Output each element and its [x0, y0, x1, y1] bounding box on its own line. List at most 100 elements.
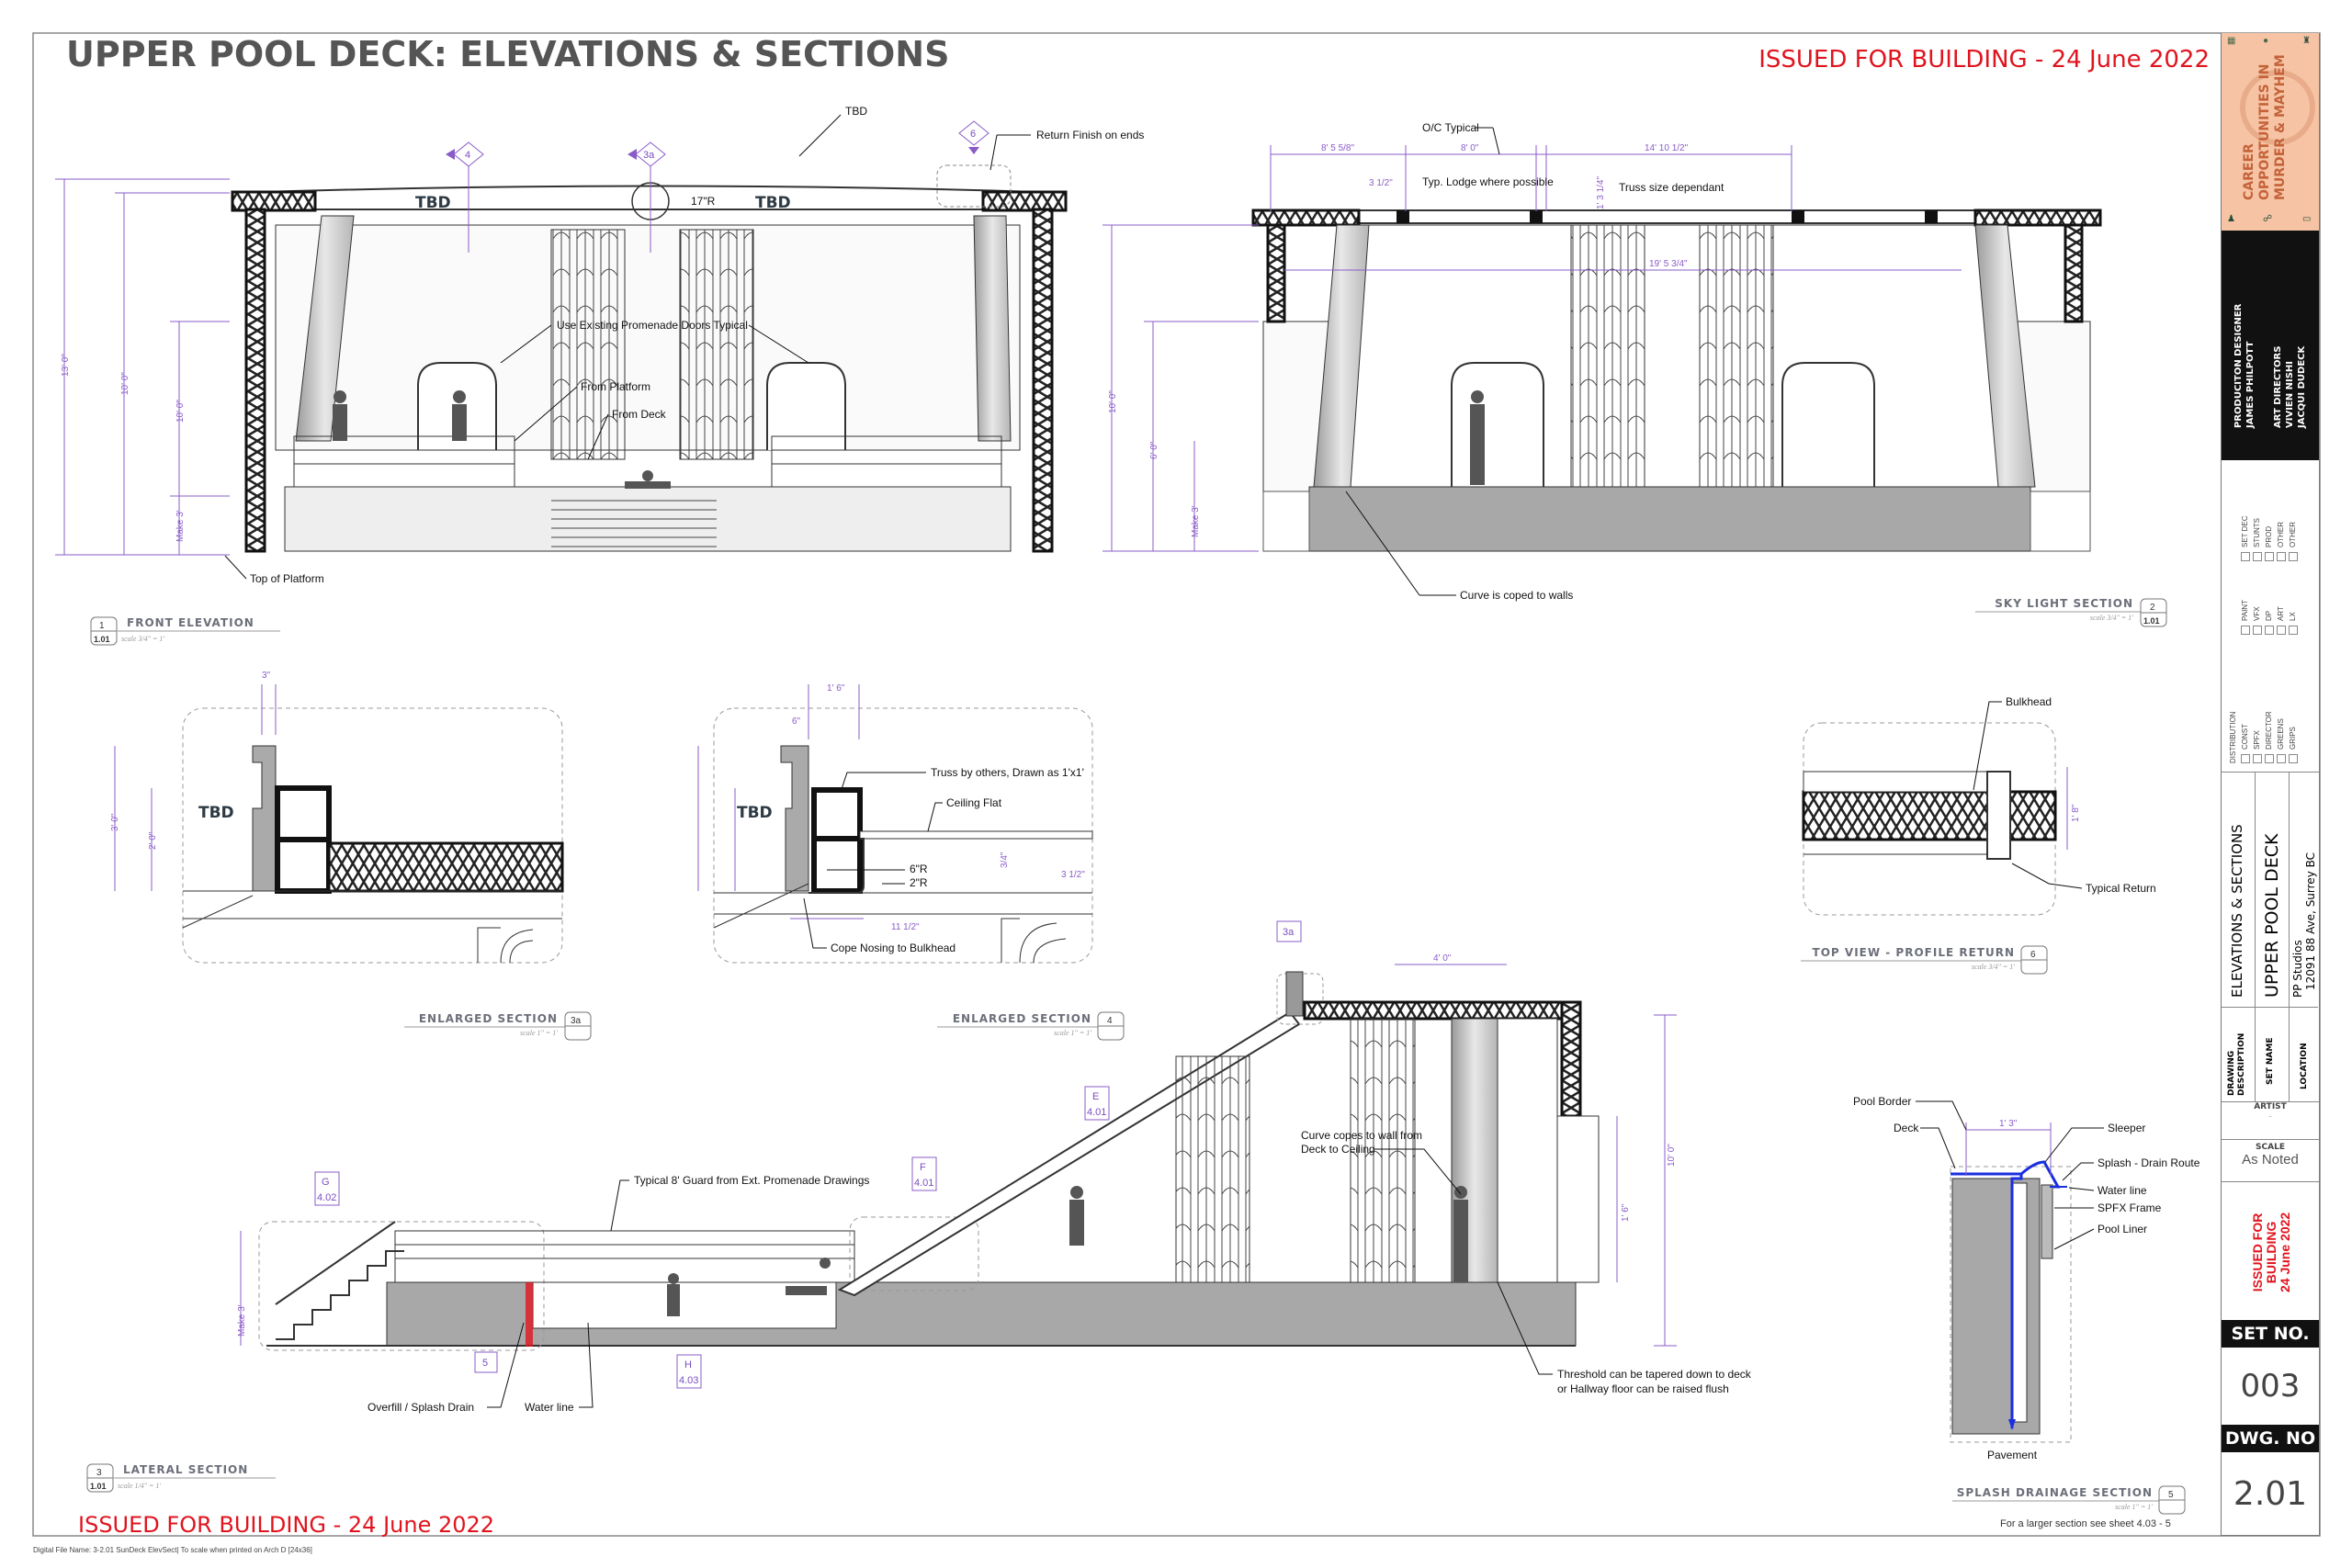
- drawing-stroke: [500, 324, 552, 364]
- drawing-stroke: [1084, 1086, 1110, 1121]
- larger-section-note: For a larger section see sheet 4.03 - 5: [2000, 1518, 2171, 1529]
- drawing-stroke: [1470, 404, 1485, 485]
- dwg-no: 2.01: [2221, 1452, 2320, 1536]
- top-view-profile-return: 1' 8" Bulkhead Typical Return TOP VIEW -…: [1801, 695, 2156, 975]
- label: 4: [465, 150, 470, 161]
- callout: Bulkhead: [2006, 695, 2052, 708]
- checkbox[interactable]: [2252, 754, 2262, 763]
- drawing-stroke: [1069, 1200, 1084, 1246]
- callout: Pavement: [1987, 1449, 2038, 1461]
- detail-marker-h: H4.03: [676, 1354, 702, 1389]
- drawing-stroke: [487, 1322, 525, 1408]
- drawing-stroke: [1803, 722, 2056, 916]
- view-title-front-elevation: 1 1.01 FRONT ELEVATION scale 3/4" = 1': [90, 616, 280, 646]
- drawing-stroke: [1396, 210, 1409, 223]
- callout: Typical Return: [2086, 882, 2156, 895]
- scale-panel: SCALE As Noted: [2221, 1140, 2320, 1182]
- drawing-stroke: [798, 114, 842, 157]
- checkbox[interactable]: [2276, 754, 2286, 763]
- drawing-stroke: [2068, 1187, 2095, 1191]
- label: H: [684, 1359, 692, 1371]
- drawing-stroke: [1920, 1127, 1956, 1169]
- drawing-stroke: [275, 224, 1021, 451]
- frame-icon: ▭: [2302, 214, 2312, 224]
- label: FRONT ELEVATION: [127, 616, 254, 629]
- drawing-stroke: ART: [2275, 600, 2287, 635]
- dim: 4' 0": [1433, 953, 1452, 964]
- drawing-stroke: [327, 841, 564, 893]
- checkbox[interactable]: [2264, 552, 2274, 561]
- location-line: 12091 88 Ave, Surrey BC: [2304, 852, 2317, 990]
- callout: Sleeper: [2108, 1122, 2145, 1134]
- drawing-stroke: DIRECTOR: [2263, 711, 2275, 763]
- dim: 10' 0": [175, 400, 186, 423]
- callout: or Hallway floor can be raised flush: [1557, 1382, 1729, 1395]
- scale-label: SCALE: [2256, 1143, 2285, 1152]
- label: 3a: [571, 1016, 582, 1026]
- checkbox[interactable]: [2288, 552, 2298, 561]
- callout: Overfill / Splash Drain: [368, 1401, 474, 1414]
- drawing-stroke: [293, 435, 515, 488]
- drawing-stroke: [1032, 208, 1054, 553]
- drawing-stroke: [1973, 701, 2002, 791]
- checkbox[interactable]: [2252, 552, 2262, 561]
- drawing-description: ELEVATIONS & SECTIONS: [2229, 824, 2245, 998]
- show-name-line: MURDER & MAYHEM: [2273, 54, 2288, 200]
- issued-stamp-panel: ISSUED FOR BUILDING 24 June 2022: [2221, 1182, 2320, 1320]
- detail-marker-e: E4.01: [1084, 1086, 1110, 1121]
- callout: SPFX Frame: [2098, 1201, 2162, 1214]
- drawing-stroke: [642, 470, 653, 481]
- checkbox[interactable]: [2240, 754, 2250, 763]
- drawing-stroke: [1451, 362, 1544, 487]
- drawing-stroke: [927, 802, 943, 832]
- checkbox[interactable]: [2240, 626, 2250, 635]
- checkbox[interactable]: [2276, 626, 2286, 635]
- skull-logo-icon: [2240, 70, 2315, 145]
- callout: Water line: [2098, 1184, 2147, 1197]
- checkbox-label: LX: [2289, 612, 2297, 621]
- dim: 6' 0": [1149, 441, 1159, 459]
- show-logo-panel: CAREER OPPORTUNITIES IN MURDER & MAYHEM …: [2221, 33, 2320, 231]
- drawing-stroke: [1803, 771, 1988, 793]
- drawing-stroke: [314, 1171, 340, 1206]
- label: 2: [2150, 603, 2155, 613]
- checkbox-label: ART: [2277, 606, 2285, 621]
- label: G: [322, 1177, 330, 1188]
- drawing-stroke: [968, 147, 979, 154]
- checkbox-label: DIRECTOR: [2265, 711, 2273, 750]
- callout: Use Existing Promenade Doors Typical: [557, 319, 748, 332]
- credit-name: JAMES PHILPOTT: [2245, 341, 2256, 428]
- drawing-stroke: [1251, 209, 1361, 227]
- file-name: Digital File Name: 3-2.01 SunDeck ElevSe…: [33, 1546, 312, 1554]
- checkbox[interactable]: [2264, 626, 2274, 635]
- dim: 1' 3 1/4": [1596, 176, 1606, 209]
- drawing-stroke: [1374, 1148, 1462, 1195]
- drawing-stroke: LX: [2287, 600, 2299, 635]
- show-name-line: OPPORTUNITIES IN: [2257, 63, 2272, 200]
- checkbox[interactable]: [2288, 626, 2298, 635]
- label: 1.01: [90, 1482, 107, 1491]
- label: TOP VIEW - PROFILE RETURN: [1813, 946, 2015, 959]
- drawing-stroke: [748, 324, 809, 364]
- checkbox[interactable]: [2240, 552, 2250, 561]
- drawing-stroke: STUNTS: [2251, 515, 2263, 561]
- label: SPLASH DRAINAGE SECTION: [1957, 1486, 2153, 1499]
- drawing-stroke: [232, 185, 1067, 210]
- checkbox[interactable]: [2288, 754, 2298, 763]
- checkbox[interactable]: [2264, 754, 2274, 763]
- drawing-stroke: [1396, 210, 1938, 223]
- label: scale 1" = 1': [520, 1029, 558, 1037]
- drawing-stroke: [2053, 1228, 2095, 1250]
- drawing-stroke: [244, 208, 266, 553]
- view-title-enlarged-4: ENLARGED SECTION scale 1" = 1' 4: [937, 1011, 1125, 1041]
- location-line: PP Studios: [2291, 940, 2304, 998]
- callout: From Deck: [612, 408, 667, 421]
- drawing-stroke: PAINT: [2239, 600, 2251, 635]
- checkbox[interactable]: [2276, 552, 2286, 561]
- stamp-line: 24 June 2022: [2278, 1212, 2292, 1292]
- drawing-stroke: [1986, 771, 2011, 860]
- section-marker-4: 4: [446, 141, 484, 167]
- drawing-stroke: [2227, 600, 2239, 635]
- drawing-info-panel: DRAWING DESCRIPTION ELEVATIONS & SECTION…: [2221, 773, 2320, 1102]
- checkbox[interactable]: [2252, 626, 2262, 635]
